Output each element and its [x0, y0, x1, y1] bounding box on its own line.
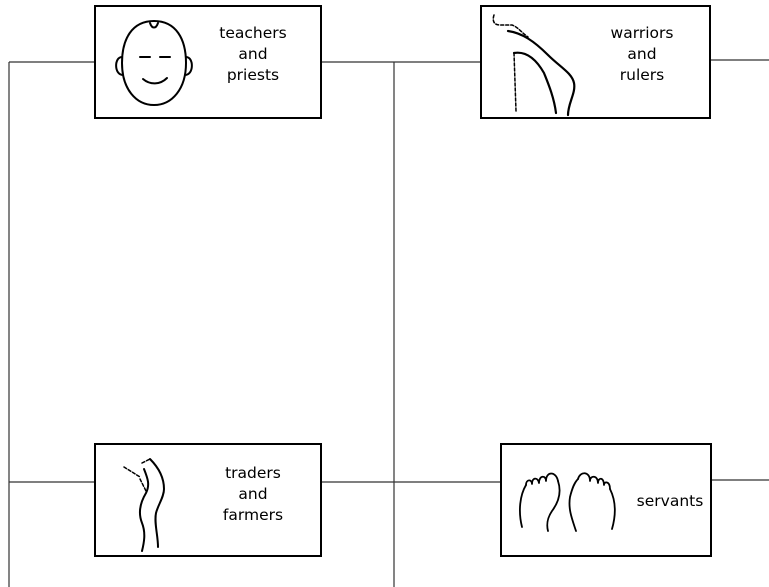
warriors-rulers-box: warriors and rulers [480, 5, 711, 119]
teachers-priests-box: teachers and priests [94, 5, 322, 119]
traders-label-line-3: farmers [222, 506, 284, 524]
traders-label-line-1: traders [225, 464, 281, 482]
feet-icon [519, 472, 616, 532]
warriors-label-line-3: rulers [619, 66, 665, 84]
warriors-label-line-2: and [627, 45, 657, 63]
legs-icon [123, 458, 165, 552]
teachers-label-line-1: teachers [219, 24, 287, 42]
teachers-label-line-3: priests [226, 66, 280, 84]
servants-box: servants [500, 443, 712, 557]
warriors-label-line-1: warriors [610, 24, 674, 42]
traders-farmers-box: traders and farmers [94, 443, 322, 557]
servants-label: servants [636, 492, 704, 510]
face-icon [115, 19, 193, 107]
traders-label-line-2: and [238, 485, 268, 503]
arms-icon [492, 14, 576, 117]
teachers-label-line-2: and [238, 45, 268, 63]
